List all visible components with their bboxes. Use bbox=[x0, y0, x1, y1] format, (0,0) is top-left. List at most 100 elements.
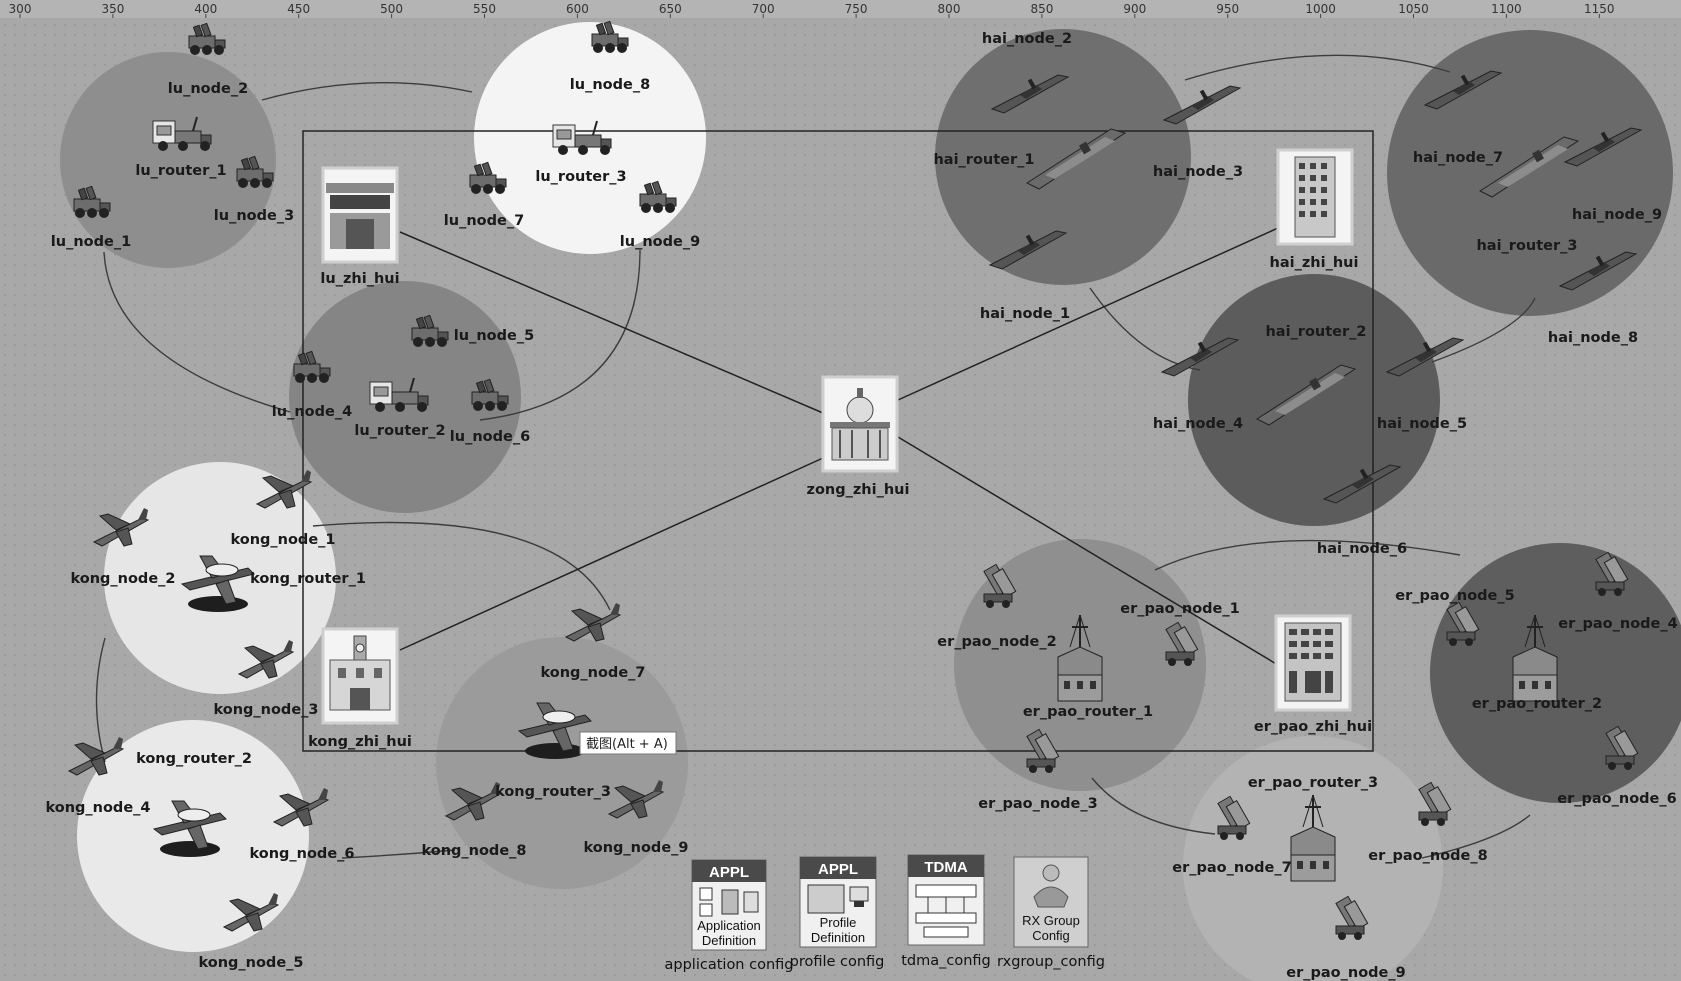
ruler-tick-label: 450 bbox=[287, 2, 310, 16]
node-label[interactable]: er_pao_zhi_hui bbox=[1254, 719, 1372, 735]
ruler-tick-label: 1050 bbox=[1398, 2, 1429, 16]
node-label[interactable]: hai_node_2 bbox=[982, 31, 1072, 47]
ruler-tick-label: 850 bbox=[1030, 2, 1053, 16]
node-label[interactable]: lu_node_9 bbox=[620, 234, 700, 250]
config-head: APPL bbox=[709, 864, 749, 881]
kong-subnet-3[interactable] bbox=[436, 637, 688, 889]
config-line: Definition bbox=[811, 930, 865, 945]
node-label[interactable]: kong_node_9 bbox=[583, 840, 688, 856]
node-label[interactable]: kong_router_2 bbox=[136, 751, 252, 767]
node-label[interactable]: kong_node_3 bbox=[213, 702, 318, 718]
node-label[interactable]: er_pao_router_1 bbox=[1023, 704, 1153, 720]
node-label[interactable]: lu_zhi_hui bbox=[320, 271, 399, 287]
ruler-tick-label: 400 bbox=[194, 2, 217, 16]
ruler-tick-label: 600 bbox=[566, 2, 589, 16]
node-label[interactable]: lu_router_2 bbox=[354, 423, 445, 439]
node-label[interactable]: kong_node_2 bbox=[70, 571, 175, 587]
node-label[interactable]: kong_router_1 bbox=[250, 571, 366, 587]
config-line: Config bbox=[1032, 928, 1070, 943]
node-label[interactable]: kong_node_4 bbox=[45, 800, 150, 816]
ruler-tick-label: 1150 bbox=[1584, 2, 1615, 16]
node-label[interactable]: kong_node_1 bbox=[230, 532, 335, 548]
config-head: APPL bbox=[818, 861, 858, 878]
rxgroup-config-object[interactable]: RX Group Config bbox=[1013, 856, 1089, 948]
node-label[interactable]: er_pao_node_6 bbox=[1557, 791, 1676, 807]
tdma-config-object[interactable]: TDMA bbox=[907, 854, 985, 946]
node-label[interactable]: hai_node_9 bbox=[1572, 207, 1662, 223]
node-label[interactable]: hai_node_4 bbox=[1153, 416, 1243, 432]
node-label[interactable]: lu_node_6 bbox=[450, 429, 530, 445]
ruler-tick-label: 1100 bbox=[1491, 2, 1522, 16]
node-label[interactable]: lu_node_7 bbox=[444, 213, 524, 229]
node-label[interactable]: lu_node_1 bbox=[51, 234, 131, 250]
config-line: Application bbox=[697, 918, 761, 933]
lu-subnet-1[interactable] bbox=[60, 52, 276, 268]
hai-zhi-hui-building[interactable] bbox=[1276, 148, 1354, 246]
node-label[interactable]: er_pao_node_1 bbox=[1120, 601, 1239, 617]
node-label[interactable]: er_pao_router_2 bbox=[1472, 696, 1602, 712]
lu-zhi-hui-building[interactable] bbox=[321, 166, 399, 264]
config-label[interactable]: profile config bbox=[790, 954, 885, 970]
ruler-tick-label: 950 bbox=[1216, 2, 1239, 16]
node-labels: lu_node_2 lu_router_1 lu_node_3 lu_node_… bbox=[45, 31, 1677, 981]
node-label[interactable]: er_pao_node_9 bbox=[1286, 965, 1405, 981]
node-label[interactable]: hai_router_1 bbox=[933, 152, 1034, 168]
node-label[interactable]: er_pao_node_5 bbox=[1395, 588, 1514, 604]
node-label[interactable]: hai_router_2 bbox=[1265, 324, 1366, 340]
node-label[interactable]: hai_node_6 bbox=[1317, 541, 1407, 557]
node-label[interactable]: er_pao_node_8 bbox=[1368, 848, 1487, 864]
node-label[interactable]: er_pao_node_7 bbox=[1172, 860, 1291, 876]
config-label[interactable]: rxgroup_config bbox=[997, 954, 1105, 970]
node-label[interactable]: lu_node_4 bbox=[272, 404, 352, 420]
node-label[interactable]: hai_node_8 bbox=[1548, 330, 1638, 346]
node-label[interactable]: lu_router_3 bbox=[535, 169, 626, 185]
er-pao-zhi-hui-building[interactable] bbox=[1274, 614, 1352, 712]
node-label[interactable]: kong_node_5 bbox=[198, 955, 303, 971]
node-label[interactable]: er_pao_node_4 bbox=[1558, 616, 1677, 632]
node-label[interactable]: lu_node_5 bbox=[454, 328, 534, 344]
kong-zhi-hui-building[interactable] bbox=[321, 627, 399, 725]
screenshot-tooltip: 截图(Alt + A) bbox=[579, 731, 677, 755]
node-label[interactable]: hai_router_3 bbox=[1476, 238, 1577, 254]
application-config-object[interactable]: APPL Application Definition bbox=[691, 859, 767, 951]
config-label[interactable]: application config bbox=[665, 957, 794, 973]
profile-config-object[interactable]: APPL Profile Definition bbox=[799, 856, 877, 948]
node-label[interactable]: lu_router_1 bbox=[135, 163, 226, 179]
hai-subnet-2[interactable] bbox=[1188, 274, 1440, 526]
zong-zhi-hui-building[interactable] bbox=[821, 375, 899, 473]
node-label[interactable]: hai_node_7 bbox=[1413, 150, 1503, 166]
ruler-tick-label: 900 bbox=[1123, 2, 1146, 16]
node-label[interactable]: hai_node_5 bbox=[1377, 416, 1467, 432]
hai-subnet-1[interactable] bbox=[935, 29, 1191, 285]
node-label[interactable]: lu_node_2 bbox=[168, 81, 248, 97]
ruler-tick-label: 700 bbox=[752, 2, 775, 16]
node-label[interactable]: kong_router_3 bbox=[495, 784, 611, 800]
ruler-tick-label: 800 bbox=[938, 2, 961, 16]
node-label[interactable]: kong_zhi_hui bbox=[308, 734, 412, 750]
node-label[interactable]: lu_node_8 bbox=[570, 77, 650, 93]
ruler-tick-label: 300 bbox=[9, 2, 32, 16]
node-label[interactable]: kong_node_7 bbox=[540, 665, 645, 681]
node-label[interactable]: er_pao_node_2 bbox=[937, 634, 1056, 650]
node-label[interactable]: zong_zhi_hui bbox=[807, 482, 910, 498]
config-line: Profile bbox=[820, 915, 857, 930]
ruler-tick-label: 1000 bbox=[1305, 2, 1336, 16]
node-label[interactable]: er_pao_router_3 bbox=[1248, 775, 1378, 791]
ruler-tick-label: 750 bbox=[845, 2, 868, 16]
hq-links bbox=[399, 227, 1279, 666]
ruler-tick-label: 650 bbox=[659, 2, 682, 16]
node-label[interactable]: lu_node_3 bbox=[214, 208, 294, 224]
node-label[interactable]: hai_node_3 bbox=[1153, 164, 1243, 180]
node-label[interactable]: er_pao_node_3 bbox=[978, 796, 1097, 812]
ruler-tick-label: 500 bbox=[380, 2, 403, 16]
config-label[interactable]: tdma_config bbox=[901, 953, 991, 969]
tooltip-text: 截图(Alt + A) bbox=[586, 737, 668, 752]
node-label[interactable]: kong_node_8 bbox=[421, 843, 526, 859]
command-frame bbox=[302, 130, 1374, 752]
node-label[interactable]: hai_zhi_hui bbox=[1270, 255, 1359, 271]
node-label[interactable]: kong_node_6 bbox=[249, 846, 354, 862]
node-label[interactable]: hai_node_1 bbox=[980, 306, 1070, 322]
ruler-tick-label: 550 bbox=[473, 2, 496, 16]
